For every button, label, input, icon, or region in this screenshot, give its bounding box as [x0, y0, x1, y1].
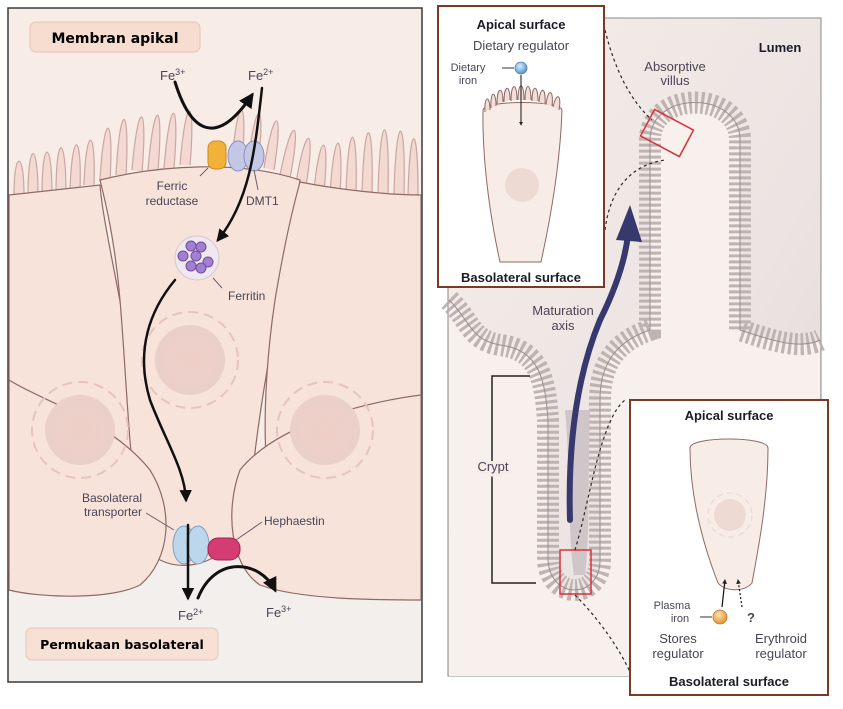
transporter-protein-right	[186, 525, 210, 565]
dietary-iron-label-line1: Dietary	[451, 62, 486, 74]
erythroid-signal-arrow	[736, 579, 743, 608]
leader-lines	[145, 167, 263, 541]
hephaestin-protein	[207, 537, 241, 561]
maturation-axis-arrow	[566, 205, 642, 523]
nucleus	[155, 325, 225, 395]
stores-regulator-label-line2: regulator	[652, 646, 704, 661]
ferric-reductase-protein	[207, 140, 227, 170]
villus-inset-apical-label: Apical surface	[477, 17, 566, 32]
apical-membrane-label: Membran apikal	[51, 31, 178, 47]
dietary-iron-ball	[514, 61, 528, 75]
ferric-reductase-label-line2: reductase	[146, 194, 199, 208]
dietary-iron-label-line2: iron	[459, 75, 477, 87]
fe3-bottom-label: Fe3+	[266, 604, 291, 620]
plasma-iron-label-line2: iron	[671, 613, 689, 625]
maturation-axis-label-line1: Maturation	[532, 303, 593, 318]
unknown-regulator-mark: ?	[747, 610, 755, 625]
ferritin-cluster	[174, 235, 220, 281]
absorptive-villus-label-line2: villus	[661, 73, 690, 88]
ferric-reductase-label-line1: Ferric	[157, 179, 188, 193]
erythroid-regulator-label-line1: Erythroid	[755, 631, 807, 646]
fe2-bottom-label: Fe2+	[178, 607, 203, 623]
lumen-label: Lumen	[759, 40, 802, 55]
plasma-iron-label-line1: Plasma	[654, 600, 692, 612]
left-panel: Membran apikal Permukaan basolateral Fe3…	[7, 7, 423, 683]
basolateral-transporter-label-line2: transporter	[84, 505, 142, 519]
dietary-regulator-label: Dietary regulator	[473, 38, 570, 53]
crypt-inset-basolateral-label: Basolateral surface	[669, 674, 789, 689]
nucleus-rings	[31, 311, 374, 479]
nucleus	[45, 395, 115, 465]
ferritin-label: Ferritin	[228, 289, 265, 303]
maturation-axis-label-line2: axis	[551, 318, 575, 333]
villus-inset-basolateral-label: Basolateral surface	[461, 270, 581, 285]
right-panel: Lumen Absorptive villus Maturation axis …	[437, 5, 829, 696]
absorptive-villus-label-line1: Absorptive	[644, 59, 705, 74]
plasma-iron-ball	[712, 609, 728, 625]
hephaestin-label: Hephaestin	[264, 514, 325, 528]
reduction-arrow	[173, 80, 254, 130]
epithelial-outline	[448, 102, 821, 591]
nucleus	[290, 395, 360, 465]
apical-membrane-tag: Membran apikal	[29, 21, 201, 53]
crypt-cell-nucleus	[714, 499, 746, 531]
basolateral-surface-tag: Permukaan basolateral	[25, 627, 219, 661]
crypt-cell-inset: Apical surface Plasma iron ? Stores regu…	[629, 399, 829, 696]
plasma-iron-arrow	[721, 579, 727, 608]
crypt-cell-nucleus-ring	[707, 492, 753, 538]
inset-connectors	[574, 29, 666, 673]
fe3-top-label: Fe3+	[160, 67, 185, 83]
oxidation-arrow	[196, 565, 277, 600]
crypt-bracket	[491, 375, 536, 584]
villus-highlight-box	[639, 108, 695, 158]
transit-arrow	[142, 278, 192, 503]
iron-pathway-arrows	[142, 80, 277, 601]
stores-regulator-label-line1: Stores	[659, 631, 697, 646]
fe2-top-label: Fe2+	[248, 67, 273, 83]
erythroid-regulator-label-line2: regulator	[755, 646, 807, 661]
basolateral-transporter-label-line1: Basolateral	[82, 491, 142, 505]
uptake-arrow	[216, 86, 264, 242]
villus-cell-inset: Apical surface Dietary regulator	[437, 5, 605, 288]
villus-cell-nucleus	[505, 168, 539, 202]
crypt-label: Crypt	[477, 459, 508, 474]
basolateral-surface-label: Permukaan basolateral	[40, 637, 204, 652]
nuclei	[45, 325, 360, 465]
crypt-inset-apical-label: Apical surface	[685, 408, 774, 423]
dmt1-label: DMT1	[246, 194, 279, 208]
